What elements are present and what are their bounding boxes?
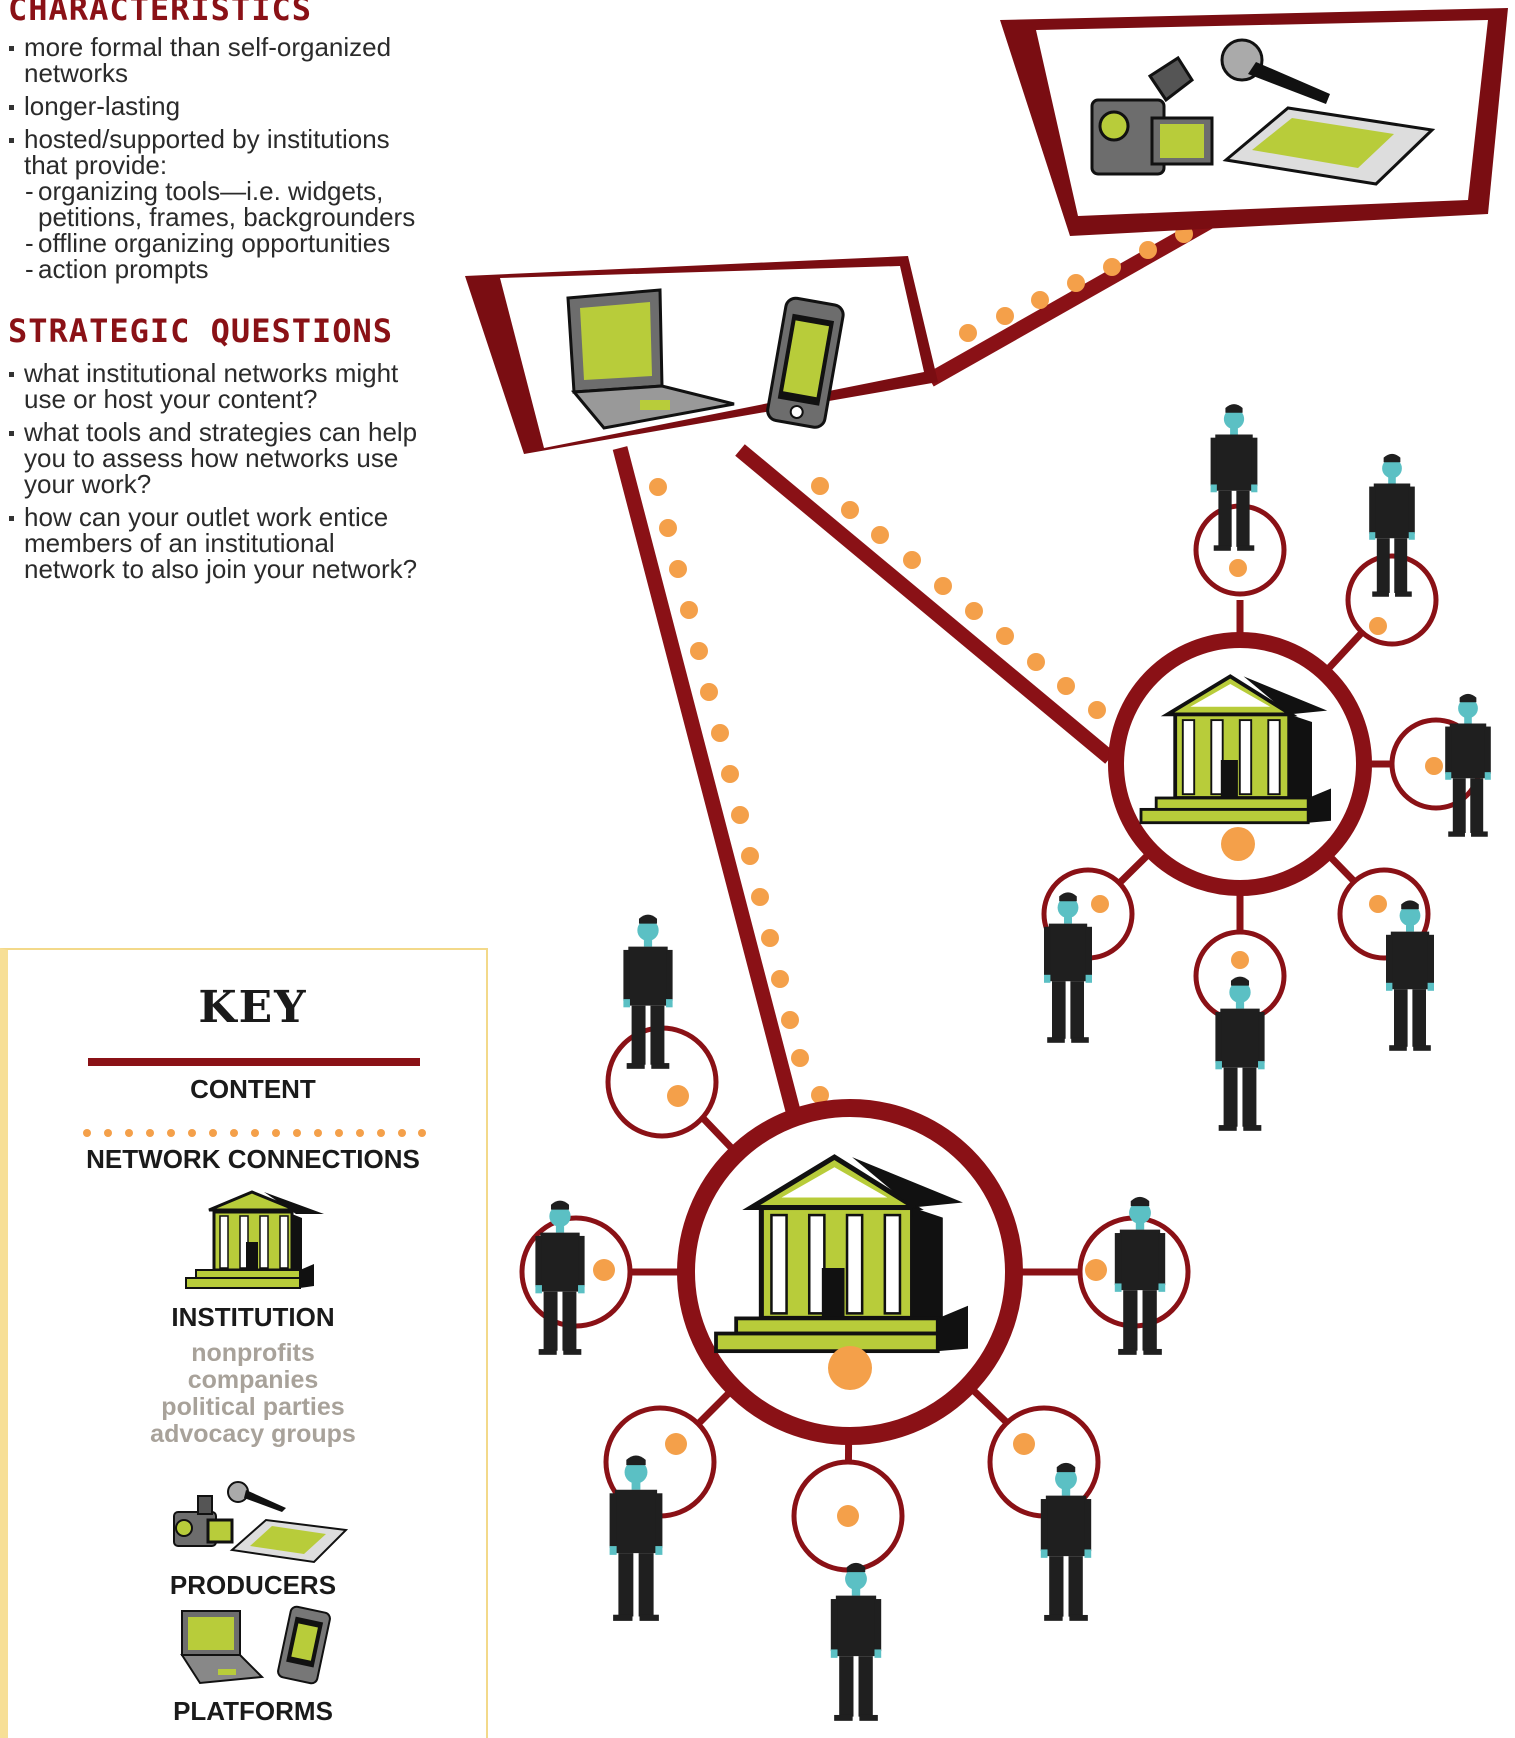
upper-institution-network [1044,404,1491,1131]
producers-screen [1000,8,1508,236]
lower-institution-network [522,915,1188,1721]
person-icon [1445,694,1491,837]
person-icon [831,1563,881,1721]
content-line [740,450,1110,758]
platforms-screen [465,256,938,454]
